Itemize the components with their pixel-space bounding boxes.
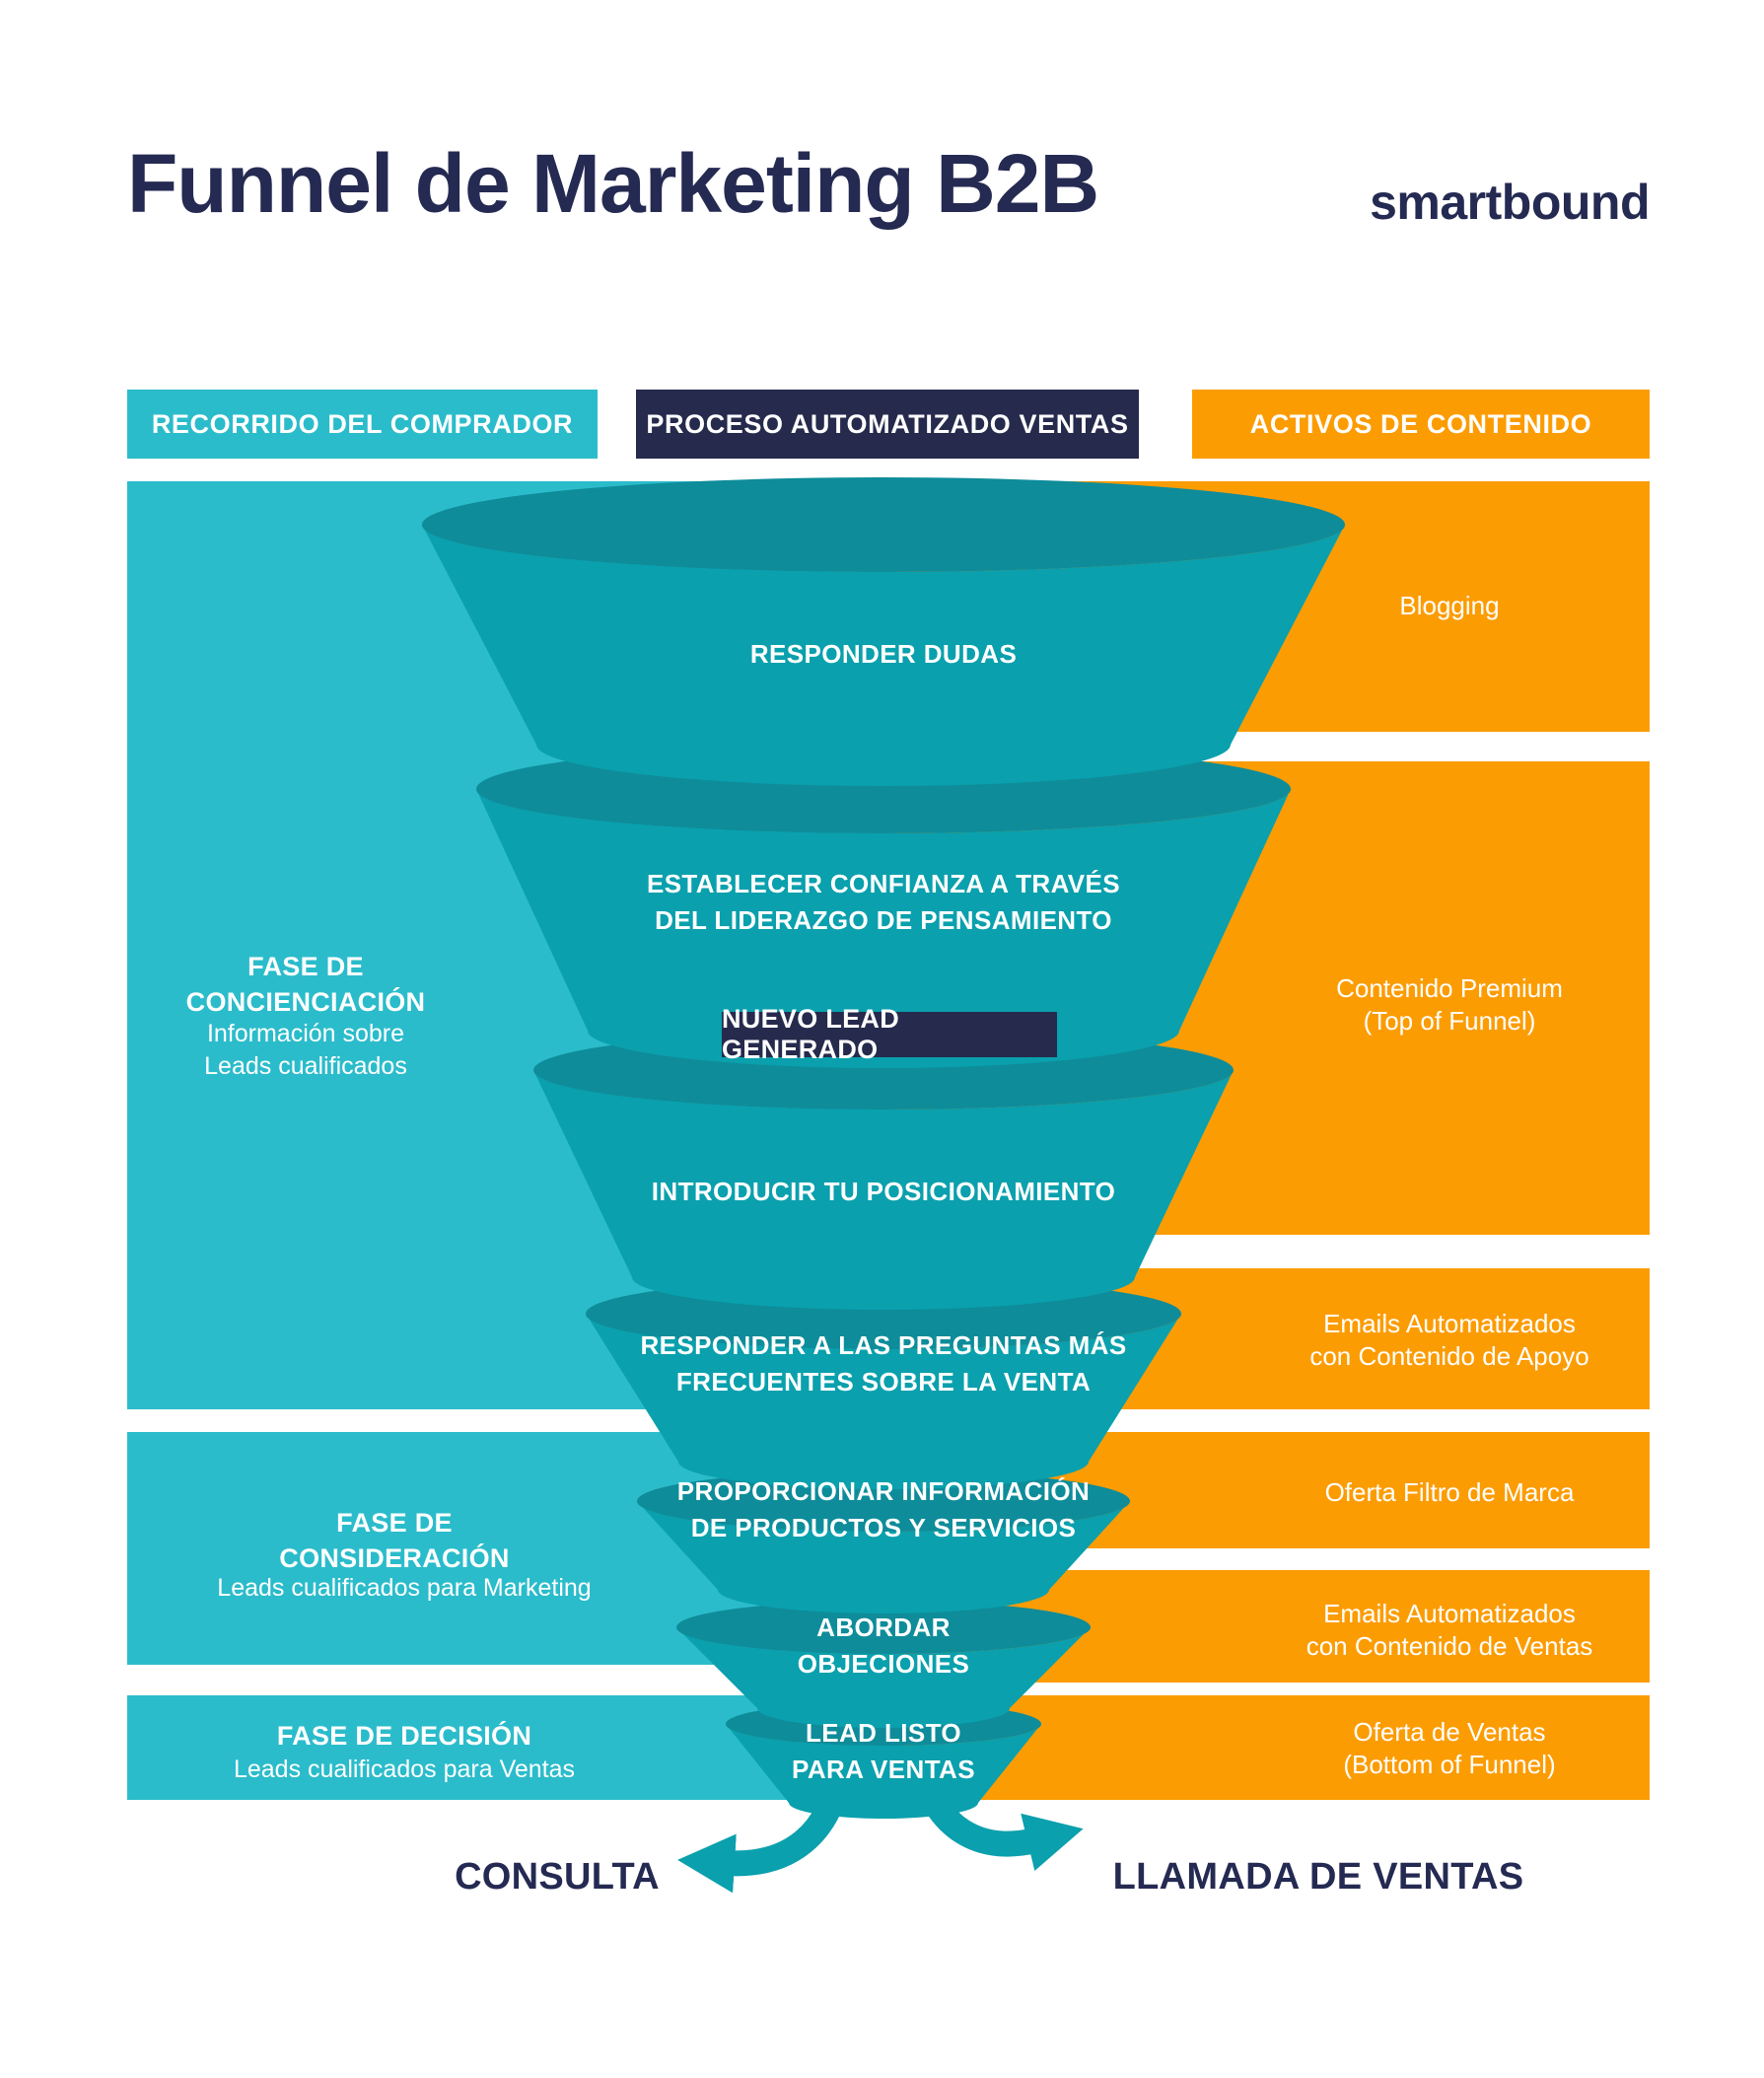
outcome-llamada-ventas: LLAMADA DE VENTAS <box>1112 1856 1524 1898</box>
band-oferta-ventas <box>899 1695 1650 1800</box>
page-title: Funnel de Marketing B2B <box>127 137 1099 230</box>
asset-blogging: Blogging <box>1399 591 1500 620</box>
asset-emails-apoyo: Emails Automatizados con Contenido de Ap… <box>1309 1309 1589 1371</box>
funnel-segment-2-body <box>476 789 1291 1068</box>
funnel-segment-1-body <box>422 525 1345 786</box>
outcome-consulta: CONSULTA <box>455 1856 660 1898</box>
header-buyer-journey: RECORRIDO DEL COMPRADOR <box>127 390 598 459</box>
funnel-label-establecer-confianza: ESTABLECER CONFIANZA A TRAVÉS DEL LIDERA… <box>646 869 1121 935</box>
asset-oferta-ventas: Oferta de Ventas (Bottom of Funnel) <box>1343 1717 1556 1779</box>
phase-consideration-subtitle: Leads cualificados para Marketing <box>217 1574 592 1602</box>
phase-awareness-subtitle: Información sobre Leads cualificados <box>204 1020 407 1080</box>
funnel-label-proporcionar-informacion: PROPORCIONAR INFORMACIÓN DE PRODUCTOS Y … <box>676 1476 1091 1542</box>
header-content-assets: ACTIVOS DE CONTENIDO <box>1192 390 1650 459</box>
phase-decision-title: FASE DE DECISIÓN <box>276 1721 532 1751</box>
brand-logo: smartbound <box>1370 175 1650 230</box>
funnel-segment-5-body <box>637 1501 1130 1613</box>
phase-consideration-title: FASE DE CONSIDERACIÓN <box>279 1508 510 1573</box>
new-lead-badge: NUEVO LEAD GENERADO <box>722 1004 1057 1064</box>
funnel-label-responder-dudas: RESPONDER DUDAS <box>749 639 1018 669</box>
asset-oferta-filtro: Oferta Filtro de Marca <box>1324 1477 1575 1507</box>
funnel-segment-3-body <box>533 1070 1234 1310</box>
phase-decision-subtitle: Leads cualificados para Ventas <box>233 1756 576 1783</box>
asset-contenido-premium: Contenido Premium (Top of Funnel) <box>1336 973 1563 1036</box>
funnel-segment-7-body <box>726 1724 1041 1819</box>
asset-emails-ventas: Emails Automatizados con Contenido de Ve… <box>1305 1599 1593 1661</box>
funnel-segment-6-top <box>676 1601 1091 1654</box>
funnel-label-introducir-posicionamiento: INTRODUCIR TU POSICIONAMIENTO <box>651 1177 1116 1206</box>
funnel-label-abordar-objeciones: ABORDAR OBJECIONES <box>797 1612 970 1679</box>
funnel-label-responder-preguntas: RESPONDER A LAS PREGUNTAS MÁS FRECUENTES… <box>640 1330 1127 1397</box>
funnel-segment-4-body <box>586 1314 1181 1489</box>
phase-awareness-title: FASE DE CONCIENCIACIÓN <box>185 952 426 1017</box>
funnel-label-lead-listo: LEAD LISTO PARA VENTAS <box>792 1718 975 1784</box>
funnel-segment-1-top <box>422 477 1345 572</box>
funnel-segment-5-top <box>637 1470 1130 1532</box>
funnel-segment-6-body <box>676 1627 1091 1728</box>
header-automated-sales: PROCESO AUTOMATIZADO VENTAS <box>636 390 1139 459</box>
